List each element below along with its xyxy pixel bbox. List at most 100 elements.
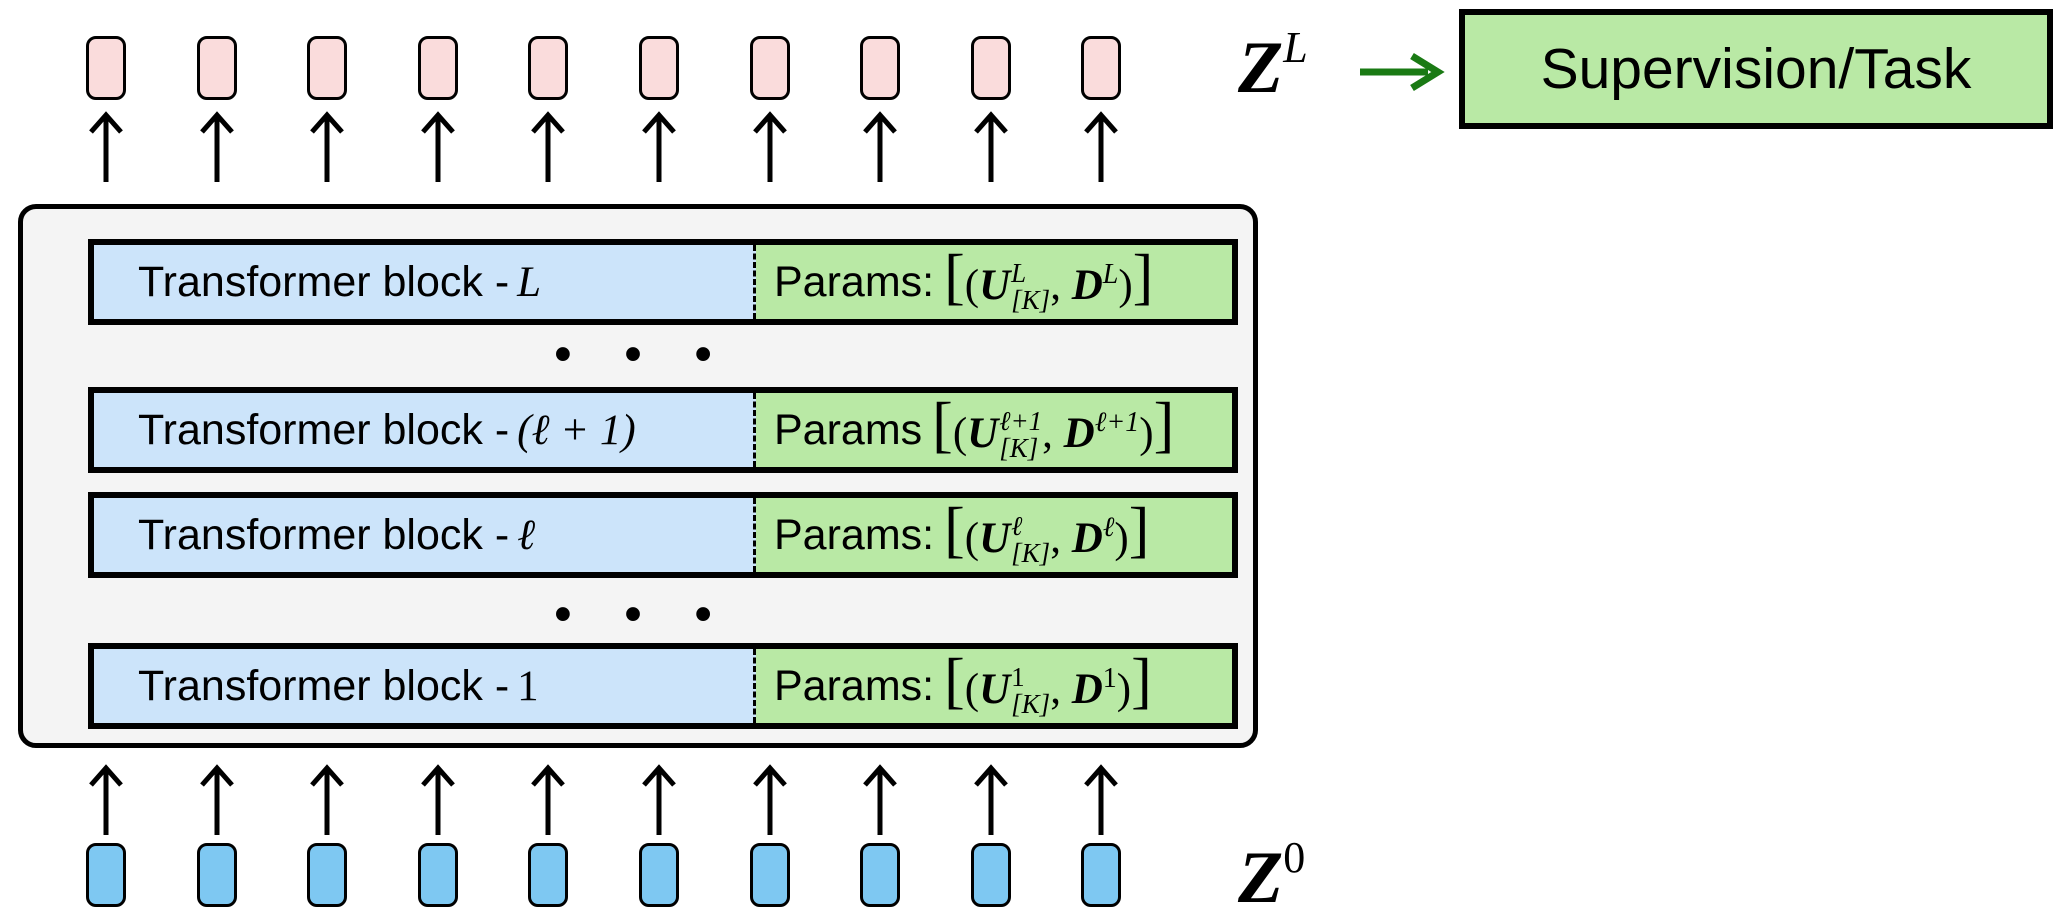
u-superscript: L	[1011, 258, 1027, 289]
output-token	[528, 36, 569, 100]
up-arrow-icon	[89, 111, 123, 182]
u-superscript: ℓ	[1011, 511, 1023, 542]
input-token	[528, 843, 569, 907]
up-arrow-icon	[420, 764, 455, 835]
supervision-task-label: Supervision/Task	[1540, 37, 1972, 101]
output-token	[86, 36, 126, 100]
up-arrow-icon	[199, 764, 234, 835]
u-subscript: [K]	[1011, 538, 1051, 569]
output-label: ZL	[1238, 22, 1308, 111]
up-arrow-icon	[973, 764, 1008, 835]
up-arrow-icon	[310, 764, 345, 835]
up-arrow-icon	[642, 111, 676, 182]
output-label-symbol: Z	[1238, 27, 1284, 109]
ellipsis-lower: • • •	[554, 588, 732, 641]
u-symbol: U	[979, 514, 1011, 562]
u-subscript: [K]	[999, 433, 1039, 464]
up-arrow-icon	[1084, 764, 1119, 835]
u-symbol: U	[967, 409, 999, 457]
d-superscript: ℓ+1	[1094, 406, 1140, 438]
input-token	[970, 843, 1011, 907]
input-label: Z0	[1238, 832, 1305, 921]
up-arrow-icon	[642, 764, 676, 835]
up-arrow-icon	[1084, 111, 1119, 182]
params-label: Params:	[774, 510, 935, 559]
input-token	[196, 843, 237, 907]
up-arrow-icon	[752, 764, 787, 835]
output-token	[749, 36, 790, 100]
output-label-superscript: L	[1283, 23, 1308, 72]
input-token	[749, 843, 790, 907]
output-token	[307, 36, 348, 100]
u-superscript: ℓ+1	[999, 406, 1043, 437]
block-index: (ℓ + 1)	[517, 406, 636, 454]
block-name-text: Transformer block -	[138, 510, 510, 559]
params-label: Params:	[774, 661, 935, 710]
task-arrow	[1360, 53, 1445, 91]
u-subscript: [K]	[1011, 689, 1051, 720]
up-arrow-icon	[310, 111, 345, 182]
u-symbol: U	[979, 665, 1011, 713]
output-token	[1081, 36, 1122, 100]
input-label-symbol: Z	[1238, 837, 1284, 919]
output-token	[639, 36, 679, 100]
input-token	[307, 843, 348, 907]
output-token	[196, 36, 237, 100]
block-index: ℓ	[517, 511, 536, 559]
input-token	[1081, 843, 1122, 907]
block-index: L	[517, 258, 542, 306]
input-token	[639, 843, 679, 907]
input-token	[860, 843, 901, 907]
up-arrow-icon	[863, 764, 898, 835]
params-label: Params	[774, 405, 923, 454]
d-symbol: D	[1071, 665, 1103, 713]
up-arrow-icon	[531, 111, 566, 182]
output-token	[970, 36, 1011, 100]
up-arrow-icon	[199, 111, 234, 182]
supervision-task-box: Supervision/Task	[1459, 9, 2053, 129]
output-token	[417, 36, 458, 100]
d-symbol: D	[1071, 261, 1103, 309]
up-arrow-icon	[531, 764, 566, 835]
u-superscript: 1	[1011, 662, 1025, 693]
up-arrow-icon	[89, 764, 123, 835]
u-symbol: U	[979, 261, 1011, 309]
d-symbol: D	[1063, 409, 1095, 457]
d-superscript: 1	[1102, 662, 1117, 694]
up-arrow-icon	[420, 111, 455, 182]
up-arrow-icon	[752, 111, 787, 182]
d-superscript: ℓ	[1102, 511, 1115, 543]
d-superscript: L	[1102, 258, 1119, 290]
block-name-cell: Transformer block - L	[94, 245, 756, 319]
input-token	[417, 843, 458, 907]
up-arrow-icon	[973, 111, 1008, 182]
block-name-text: Transformer block -	[138, 405, 510, 454]
block-name-cell: Transformer block - (ℓ + 1)	[94, 393, 756, 467]
up-arrow-icon	[863, 111, 898, 182]
block-index: 1	[517, 662, 539, 710]
input-token	[86, 843, 126, 907]
output-token	[860, 36, 901, 100]
block-name-text: Transformer block -	[138, 661, 510, 710]
block-name-cell: Transformer block - 1	[94, 649, 756, 723]
block-name-text: Transformer block -	[138, 257, 510, 306]
u-subscript: [K]	[1011, 285, 1051, 316]
block-name-cell: Transformer block - ℓ	[94, 498, 756, 572]
params-label: Params:	[774, 257, 935, 306]
input-label-superscript: 0	[1283, 833, 1306, 882]
ellipsis-upper: • • •	[554, 328, 732, 381]
d-symbol: D	[1071, 514, 1103, 562]
